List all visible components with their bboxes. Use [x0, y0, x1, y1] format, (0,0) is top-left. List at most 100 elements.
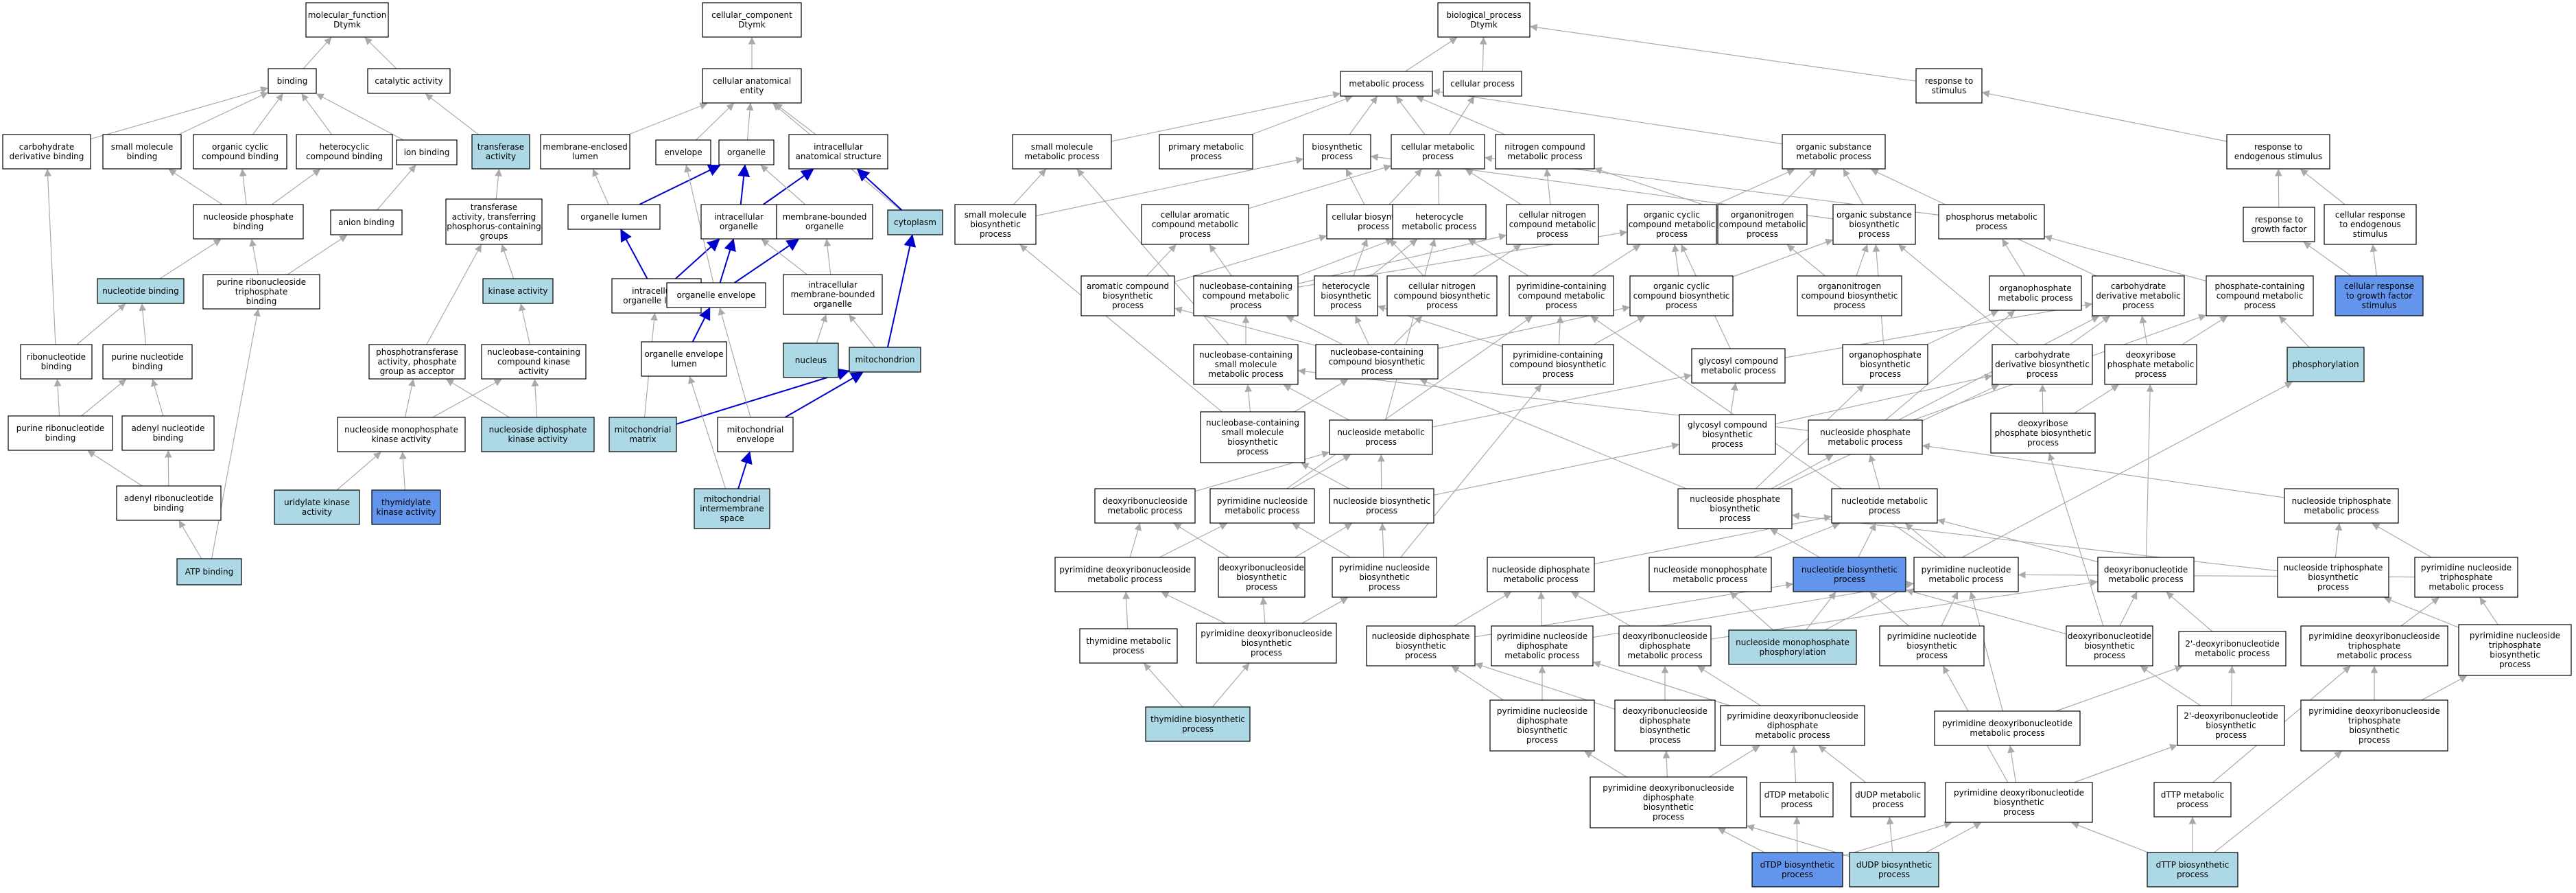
go-term-kinase[interactable]: kinase activity: [482, 278, 554, 304]
go-term-anion-binding[interactable]: anion binding: [330, 209, 403, 235]
go-term-phosphorylation[interactable]: phosphorylation: [2287, 347, 2365, 382]
go-term-nucleotide-binding[interactable]: nucleotide binding: [97, 278, 185, 304]
go-term-organelle[interactable]: organelle: [718, 139, 775, 165]
go-term-atp-binding[interactable]: ATP binding: [176, 558, 242, 585]
go-term-nucleus[interactable]: nucleus: [783, 343, 839, 378]
go-term-cytoplasm[interactable]: cytoplasm: [887, 209, 943, 235]
go-term-metabolic[interactable]: metabolic process: [1340, 71, 1433, 97]
go-term-ion-binding[interactable]: ion binding: [396, 139, 458, 165]
go-term-envelope[interactable]: envelope: [655, 139, 711, 165]
go-term-mitochondrion[interactable]: mitochondrion: [849, 347, 921, 373]
go-term-catalytic[interactable]: catalytic activity: [367, 68, 451, 94]
